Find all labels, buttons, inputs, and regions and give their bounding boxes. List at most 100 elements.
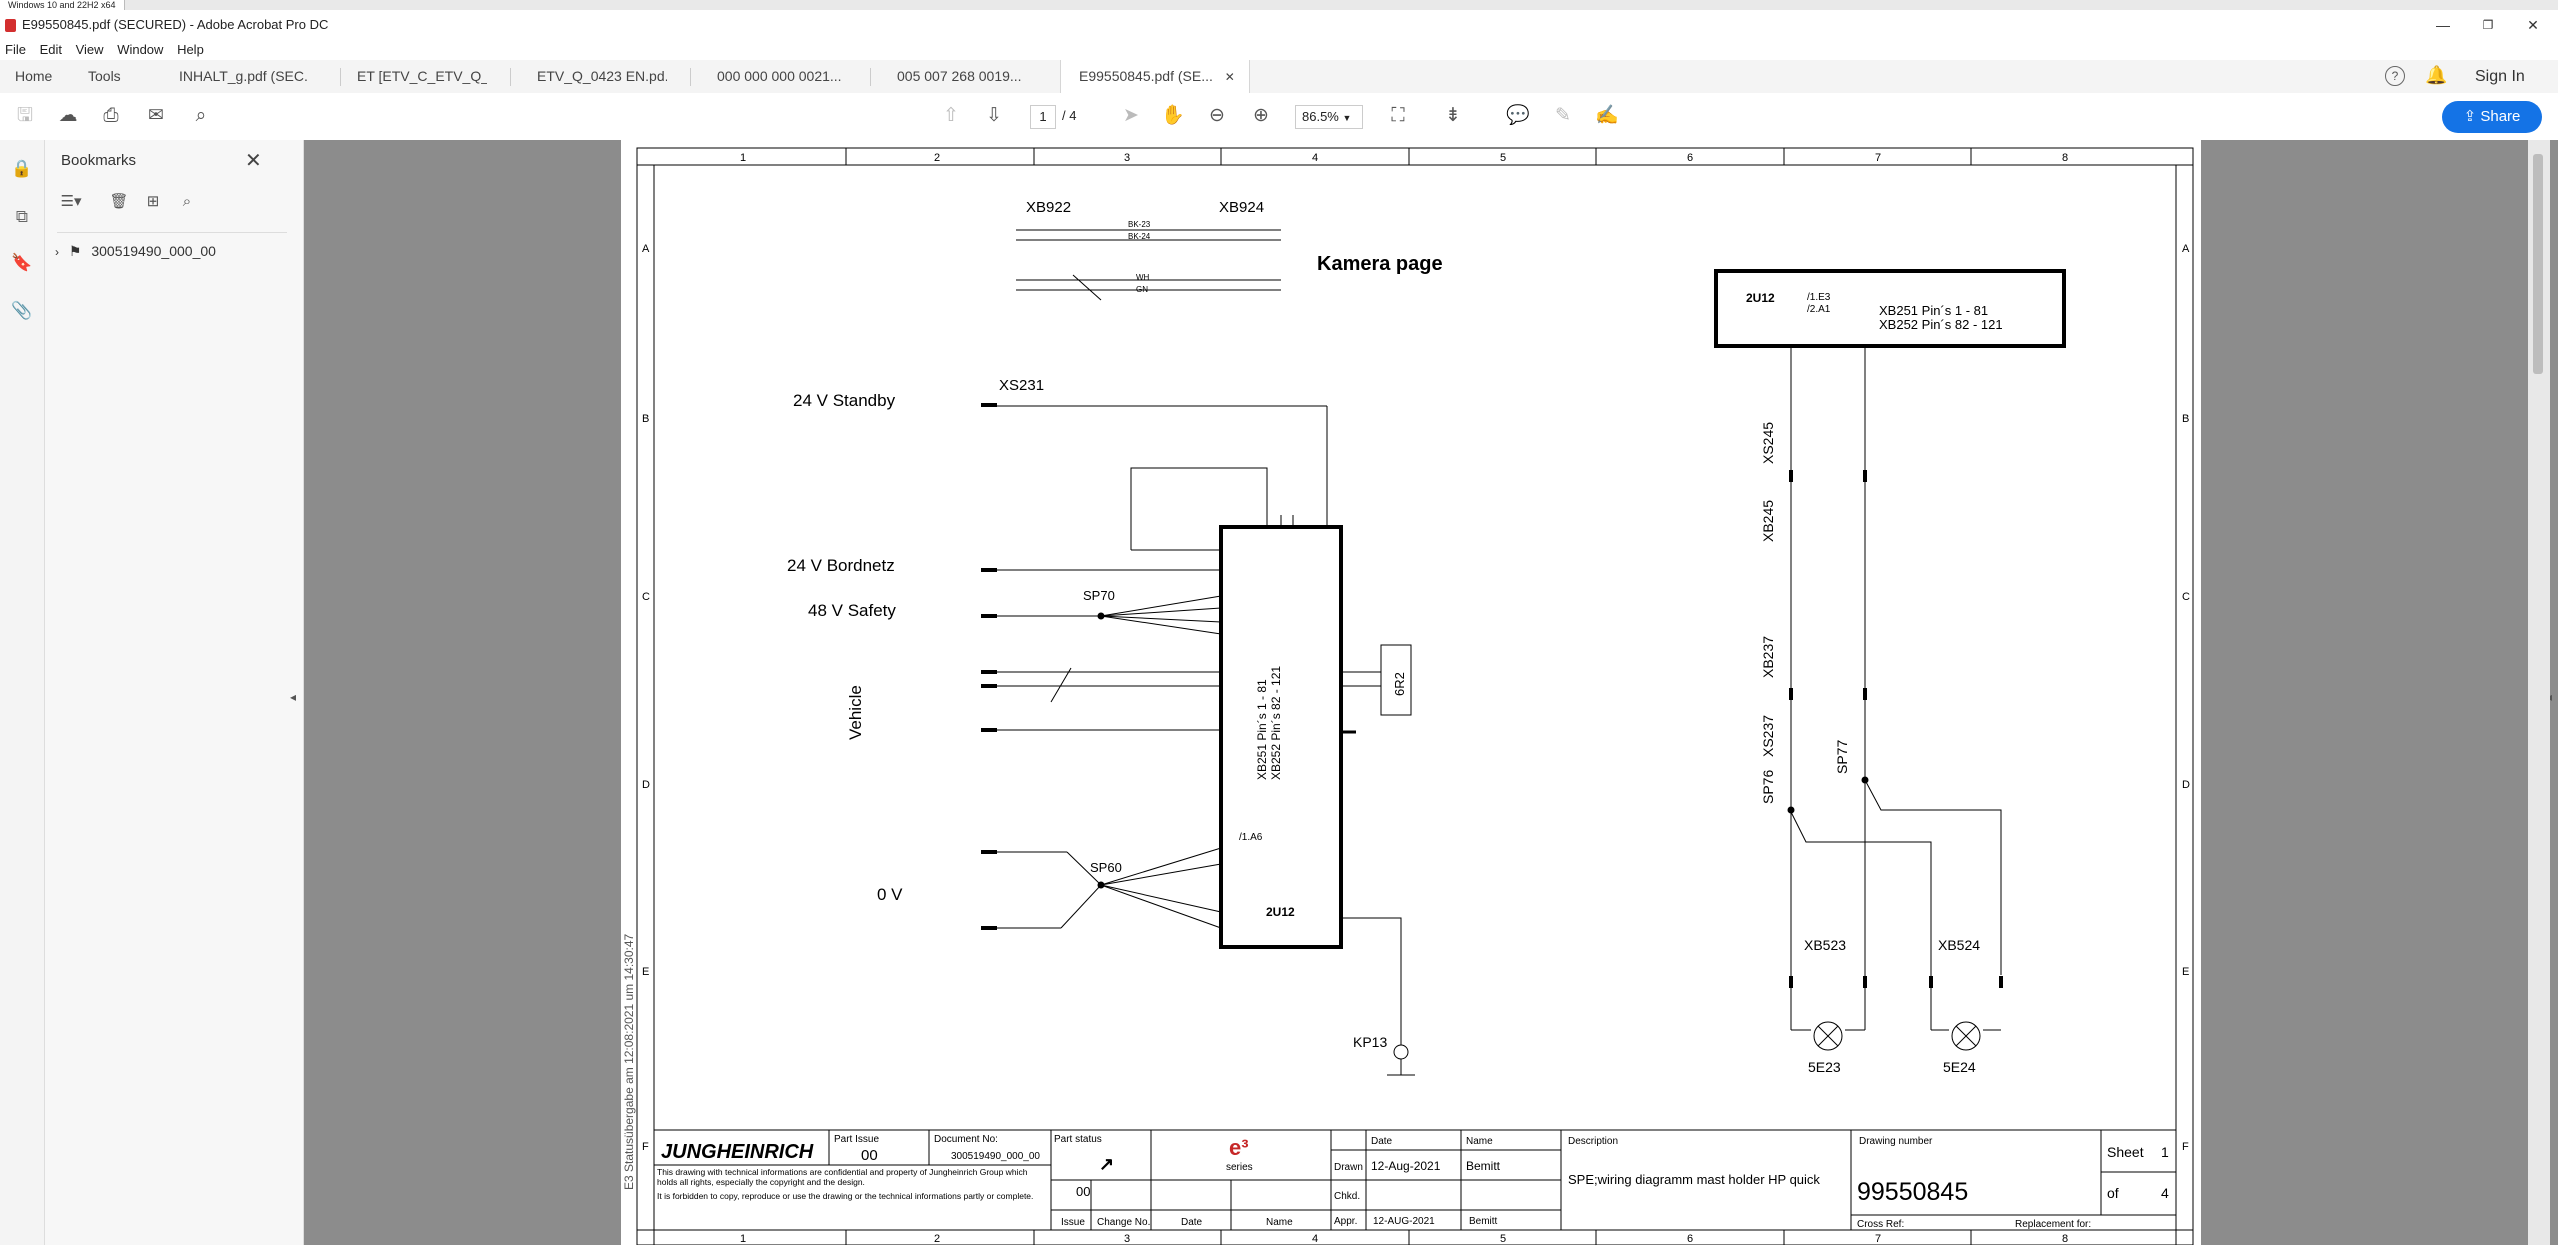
menu-edit[interactable]: Edit xyxy=(39,42,62,57)
chevron-right-icon[interactable]: › xyxy=(55,245,59,259)
search-icon[interactable]: ⌕ xyxy=(195,105,207,126)
part-issue-label: Part Issue xyxy=(834,1134,879,1145)
connector-xb523: XB523 xyxy=(1804,937,1846,953)
tab-tools[interactable]: Tools xyxy=(88,68,121,84)
date-header: Date xyxy=(1371,1136,1393,1147)
page-number-input[interactable]: 1 xyxy=(1030,105,1056,129)
column-ruler xyxy=(845,148,1972,1245)
of-value: 4 xyxy=(2161,1185,2169,1201)
bookmark-label: 300519490_000_00 xyxy=(91,243,216,259)
tab-close-icon[interactable]: ✕ xyxy=(1224,70,1235,84)
connector-xs231: XS231 xyxy=(999,377,1044,394)
cloud-upload-icon[interactable]: ☁ xyxy=(58,105,78,126)
tab-document-active[interactable]: E99550845.pdf (SE... ✕ xyxy=(1060,60,1250,93)
menu-file[interactable]: File xyxy=(5,42,26,57)
menu-help[interactable]: Help xyxy=(177,42,204,57)
row-label: C xyxy=(2182,591,2190,603)
minimize-button[interactable]: — xyxy=(2436,17,2450,33)
restore-button[interactable]: ❐ xyxy=(2482,18,2494,32)
fit-page-icon[interactable]: ⛶ xyxy=(1391,105,1405,126)
sign-in-link[interactable]: Sign In xyxy=(2475,68,2525,85)
chevron-down-icon: ▼ xyxy=(1342,113,1352,123)
label-vehicle: Vehicle xyxy=(846,685,865,740)
menu-view[interactable]: View xyxy=(75,42,104,57)
row-label: D xyxy=(642,779,650,791)
tab-home[interactable]: Home xyxy=(15,68,53,84)
highlight-pen-icon[interactable]: ✎ xyxy=(1555,105,1571,126)
module-label: 2U12 xyxy=(1266,905,1295,919)
tab-document[interactable]: 005 007 268 0019... xyxy=(897,68,1022,84)
bookmark-options-icon[interactable]: ☰▾ xyxy=(60,193,82,210)
label-24v-standby: 24 V Standby xyxy=(793,391,896,410)
next-page-icon[interactable]: ⇩ xyxy=(986,105,1002,126)
previous-page-icon[interactable]: ⇧ xyxy=(943,105,959,126)
attachment-icon[interactable]: 📎 xyxy=(11,301,33,320)
column-label: 5 xyxy=(1500,152,1506,164)
menu-window[interactable]: Window xyxy=(117,42,164,57)
column-label: 4 xyxy=(1312,1233,1318,1245)
sign-icon[interactable]: ✍ xyxy=(1595,105,1619,126)
wiring-diagram: 1 2 3 4 5 6 7 8 1 2 3 4 5 6 7 8 A B C D … xyxy=(622,147,2194,1246)
tab-separator xyxy=(340,68,341,86)
tab-document[interactable]: ETV_Q_0423 EN.pd... xyxy=(537,68,667,84)
of-label: of xyxy=(2107,1185,2119,1201)
tab-document[interactable]: 000 000 000 0021... xyxy=(717,68,842,84)
pdf-app-icon xyxy=(5,19,16,32)
bookmark-item[interactable]: › ⚑ 300519490_000_00 xyxy=(55,240,216,262)
save-icon[interactable]: 🖫 xyxy=(16,105,34,126)
vm-tab[interactable]: Windows 10 and 22H2 x64 xyxy=(0,0,125,10)
select-tool-icon[interactable]: ➤ xyxy=(1123,105,1139,126)
new-bookmark-icon[interactable]: ⊞ xyxy=(146,193,160,210)
collapse-panel-icon[interactable]: ◂ xyxy=(290,690,297,704)
drawn-date: 12-Aug-2021 xyxy=(1371,1159,1441,1173)
menu-bar: File Edit View Window Help xyxy=(0,40,2558,60)
zoom-in-icon[interactable]: ⊕ xyxy=(1253,105,1269,126)
column-label: 3 xyxy=(1124,1233,1130,1245)
close-panel-icon[interactable]: ✕ xyxy=(245,150,262,172)
lamp-icon xyxy=(1813,1021,1843,1051)
lamp-5e23: 5E23 xyxy=(1808,1059,1841,1075)
cross-reference: /1.A6 xyxy=(1239,832,1263,843)
share-label: Share xyxy=(2480,108,2521,125)
drawing-number-label: Drawing number xyxy=(1859,1136,1933,1147)
comment-icon[interactable]: 💬 xyxy=(1506,105,1530,126)
bell-icon[interactable]: 🔔 xyxy=(2425,65,2448,85)
help-icon[interactable]: ? xyxy=(2385,66,2405,86)
divider xyxy=(57,232,287,233)
doc-no-value: 300519490_000_00 xyxy=(951,1151,1040,1162)
column-label: 8 xyxy=(2062,152,2068,164)
sheet-label: Sheet xyxy=(2107,1144,2144,1160)
delete-bookmark-icon[interactable]: 🗑 xyxy=(109,193,129,210)
zoom-dropdown[interactable]: 86.5% ▼ xyxy=(1295,105,1363,129)
diagram-title: Kamera page xyxy=(1317,253,1443,275)
find-bookmark-icon[interactable]: ⌕ xyxy=(182,193,192,210)
print-icon[interactable]: ⎙ xyxy=(103,105,119,126)
tab-document[interactable]: INHALT_g.pdf (SEC... xyxy=(179,68,309,84)
doc-no-label: Document No: xyxy=(934,1134,998,1145)
module-2u12-ref xyxy=(1714,269,2066,348)
vertical-scrollbar[interactable] xyxy=(2528,140,2550,1245)
drawing-number-value: 99550845 xyxy=(1857,1178,1968,1206)
connector-xb237: XB237 xyxy=(1760,636,1776,678)
lock-icon[interactable]: 🔒 xyxy=(11,159,33,178)
share-button[interactable]: ⇪ Share xyxy=(2442,101,2542,133)
column-label: 1 xyxy=(740,1233,746,1245)
scrollbar-thumb[interactable] xyxy=(2533,154,2543,374)
close-window-button[interactable]: ✕ xyxy=(2527,17,2539,33)
sheet-value: 1 xyxy=(2161,1144,2169,1160)
vm-tab-strip: Windows 10 and 22H2 x64 xyxy=(0,0,2558,10)
bookmark-icon[interactable]: 🔖 xyxy=(11,253,33,272)
row-label: C xyxy=(642,591,650,603)
email-icon[interactable]: ✉ xyxy=(148,105,164,126)
column-label: 7 xyxy=(1875,152,1881,164)
connector-xb922: XB922 xyxy=(1026,199,1071,216)
pages-icon[interactable]: ⧉ xyxy=(15,207,29,226)
column-label: 2 xyxy=(934,152,940,164)
date-label: Date xyxy=(1181,1217,1203,1228)
tab-document[interactable]: ET [ETV_C_ETV_Q_E... xyxy=(357,68,487,84)
hand-tool-icon[interactable]: ✋ xyxy=(1161,105,1185,126)
scroll-mode-icon[interactable]: ⇟ xyxy=(1445,105,1461,126)
zoom-out-icon[interactable]: ⊖ xyxy=(1209,105,1225,126)
title-bar: E99550845.pdf (SECURED) - Adobe Acrobat … xyxy=(0,10,2558,40)
pdf-page: 1 2 3 4 5 6 7 8 1 2 3 4 5 6 7 8 A B C D … xyxy=(621,140,2201,1246)
